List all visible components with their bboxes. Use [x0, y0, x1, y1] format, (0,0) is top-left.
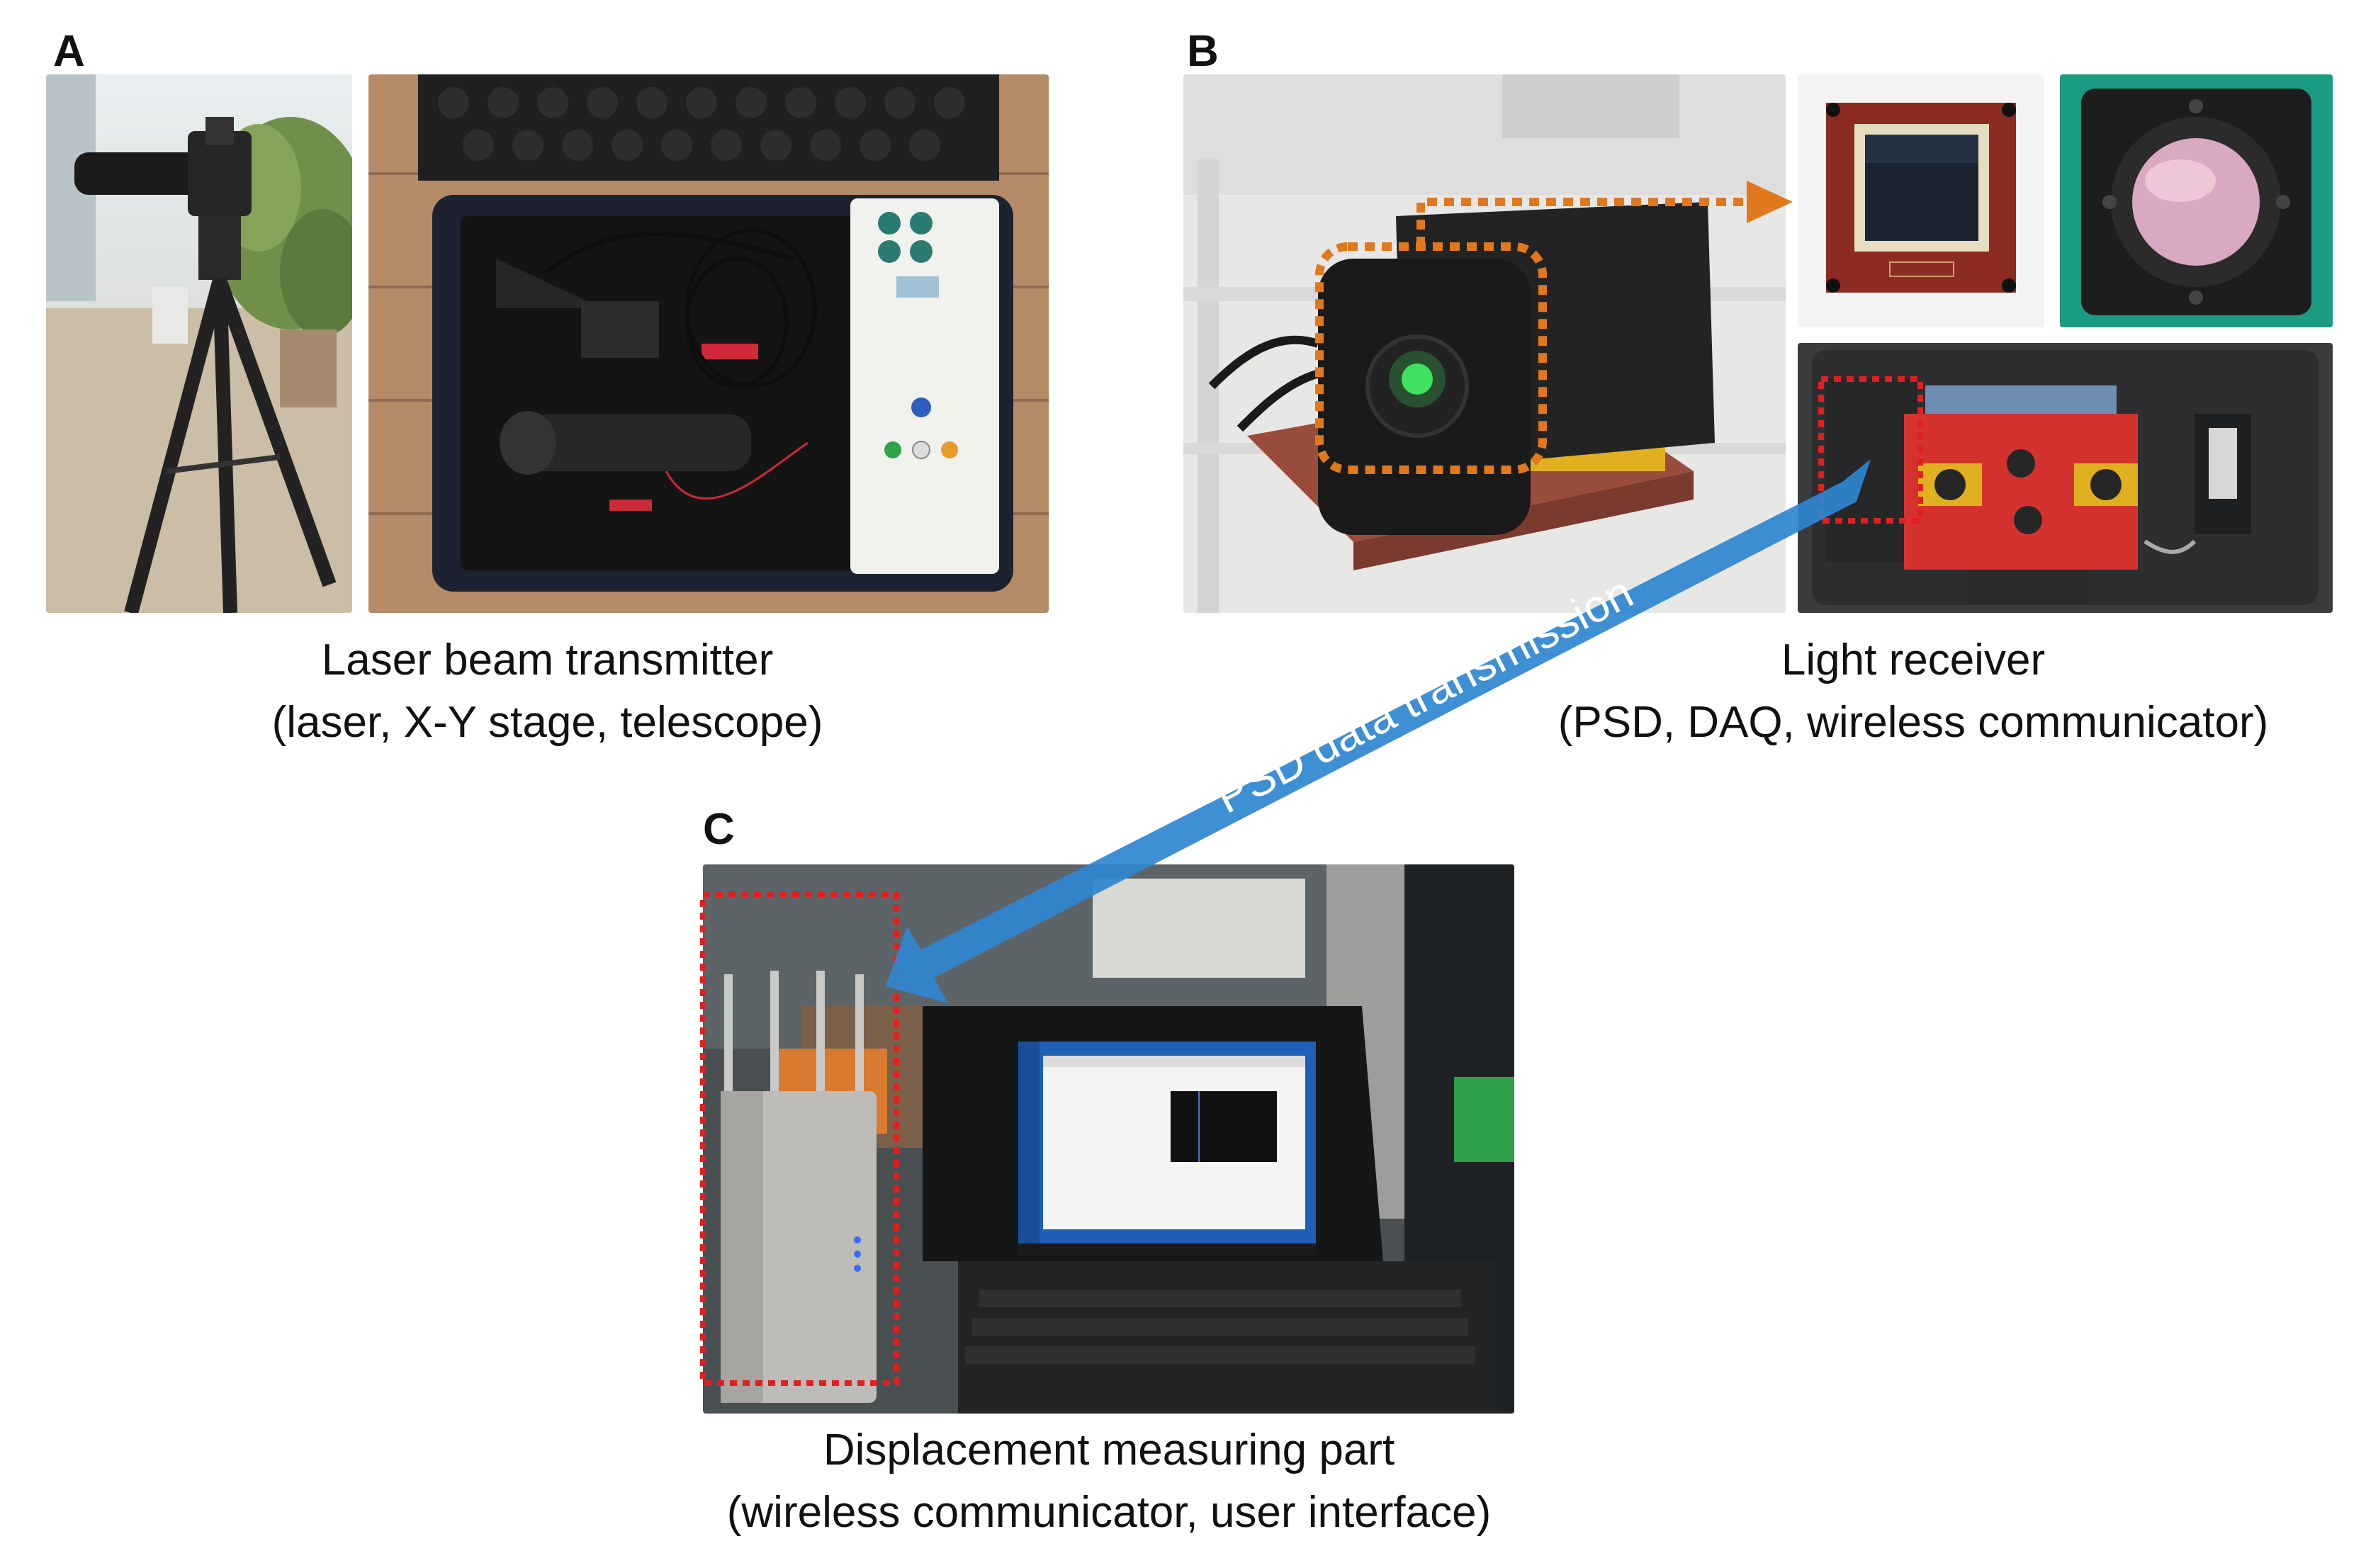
- router-laptop-photo: [703, 864, 1514, 1414]
- panel-letter-b: B: [1187, 27, 1219, 76]
- panel-a-caption-detail: (laser, X-Y stage, telescope): [271, 698, 823, 747]
- receiver-stand-photo: [1183, 74, 1786, 613]
- equipment-case-photo: [368, 74, 1049, 613]
- panel-letter-c: C: [703, 805, 735, 854]
- psd-sensor-photo: [1798, 74, 2044, 327]
- panel-b-caption-detail: (PSD, DAQ, wireless communicator): [1557, 698, 2269, 747]
- panel-a-caption-title: Laser beam transmitter: [321, 636, 774, 684]
- panel-letter-a: A: [53, 27, 85, 76]
- panel-c-caption-detail: (wireless communicator, user interface): [726, 1488, 1492, 1537]
- panel-b-caption: Light receiver (PSD, DAQ, wireless commu…: [1453, 629, 2366, 754]
- tripod-telescope-photo: [46, 74, 352, 613]
- daq-case-photo: [1798, 343, 2333, 613]
- panel-b-caption-title: Light receiver: [1781, 636, 2046, 684]
- panel-a-caption: Laser beam transmitter (laser, X-Y stage…: [46, 629, 1049, 754]
- panel-c-caption-title: Displacement measuring part: [823, 1426, 1395, 1474]
- panel-c-caption: Displacement measuring part (wireless co…: [638, 1419, 1580, 1544]
- lens-mount-photo: [2060, 74, 2333, 327]
